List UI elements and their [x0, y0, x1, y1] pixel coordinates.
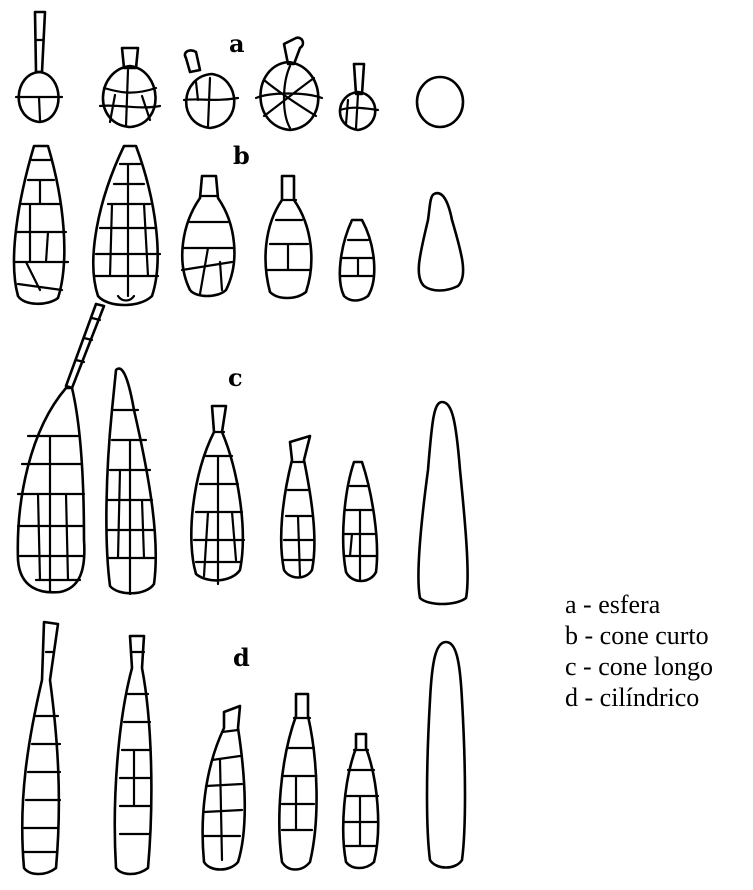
legend-item-b: b - cone curto — [565, 621, 709, 650]
shape-outline-short-cone — [419, 193, 463, 290]
embryo-d2 — [115, 636, 152, 874]
legend: a - esfera b - cone curto c - cone longo… — [565, 590, 713, 712]
embryo-c2 — [106, 369, 155, 594]
legend-item-a: a - esfera — [565, 590, 661, 619]
embryo-b4 — [266, 176, 312, 298]
row-label-c: c — [228, 363, 243, 392]
embryo-b5 — [340, 220, 374, 301]
legend-item-d: d - cilíndrico — [565, 683, 699, 712]
embryo-c4 — [281, 436, 314, 578]
shape-outline-long-cone — [418, 402, 467, 604]
embryo-b3 — [182, 176, 234, 296]
embryo-a3 — [184, 50, 238, 128]
embryo-b2 — [93, 146, 160, 305]
embryo-d3 — [203, 706, 245, 870]
shape-outline-cylinder — [427, 642, 465, 868]
embryo-a5 — [340, 64, 378, 130]
embryo-a2 — [100, 48, 160, 127]
embryo-a4 — [256, 38, 322, 130]
embryo-c1 — [18, 304, 104, 592]
embryo-d4 — [279, 694, 316, 870]
embryo-c3 — [191, 406, 244, 584]
row-label-d: d — [233, 643, 250, 672]
legend-item-c: c - cone longo — [565, 652, 713, 681]
row-label-a: a — [229, 29, 245, 58]
embryo-a1 — [16, 12, 62, 122]
embryo-d1 — [22, 622, 60, 874]
row-label-b: b — [233, 141, 250, 170]
row-c-drawings — [18, 304, 468, 604]
embryo-b1 — [14, 146, 68, 304]
embryo-c5 — [343, 462, 377, 581]
shape-outline-sphere — [417, 77, 463, 127]
embryo-d5 — [343, 734, 378, 868]
